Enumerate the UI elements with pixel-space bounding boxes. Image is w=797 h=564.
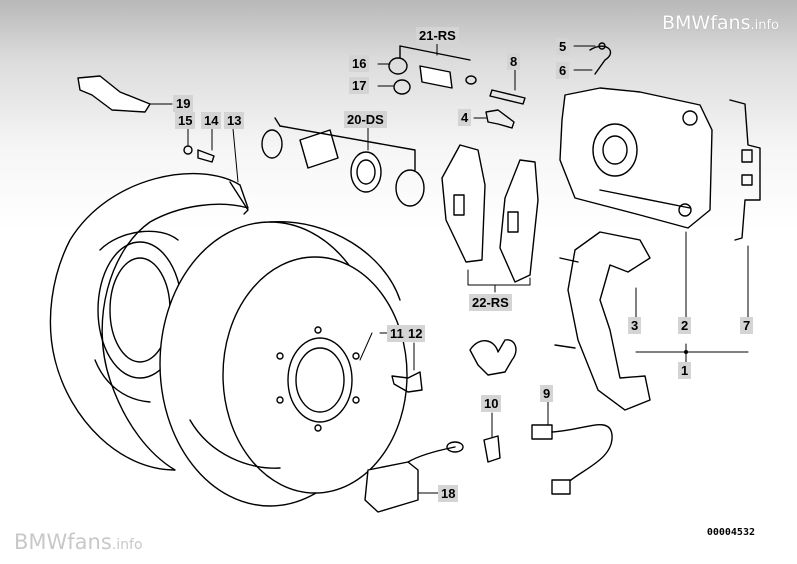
watermark-top: BMWfans.info <box>662 12 779 34</box>
caliper-carrier <box>554 231 651 411</box>
callout-11: 11 <box>387 325 407 342</box>
washer-15 <box>183 145 193 155</box>
brake-disc <box>159 221 408 507</box>
callout-8: 8 <box>507 53 521 70</box>
callout-19: 19 <box>173 95 194 112</box>
callout-5: 5 <box>556 38 570 55</box>
callout-3: 3 <box>628 317 642 334</box>
callout-14: 14 <box>201 112 222 129</box>
callout-15: 15 <box>175 112 196 129</box>
wheel-bolt <box>391 371 423 393</box>
callout-4: 4 <box>458 109 472 126</box>
retaining-spring <box>729 99 761 241</box>
brake-caliper <box>559 87 713 229</box>
callout-22: 22-RS <box>469 294 512 311</box>
watermark-top-suffix: .info <box>750 18 779 33</box>
callout-2: 2 <box>678 317 692 334</box>
callout-13: 13 <box>224 112 245 129</box>
sensor-block <box>364 441 464 513</box>
screw-14 <box>197 149 215 163</box>
caliper-bolt <box>485 109 515 129</box>
holding-bracket <box>77 75 151 113</box>
watermark-top-brand: BMWfans <box>661 12 751 34</box>
callout-17: 17 <box>349 77 370 94</box>
brake-pads <box>441 144 539 283</box>
leader-lines <box>149 43 749 494</box>
watermark-bottom: BMWfans.info <box>14 530 143 554</box>
callout-21: 21-RS <box>416 27 459 44</box>
watermark-bottom-brand: BMWfans <box>14 530 112 554</box>
spring-clip <box>469 339 517 463</box>
callout-9: 9 <box>540 385 554 402</box>
callout-18: 18 <box>438 485 459 502</box>
callout-6: 6 <box>556 62 570 79</box>
callout-7: 7 <box>740 317 754 334</box>
guide-bolt <box>489 89 526 105</box>
guide-sleeves <box>261 117 425 207</box>
clip-parts <box>589 42 612 75</box>
callout-20: 20-DS <box>344 111 387 128</box>
wear-sensor <box>531 424 613 495</box>
reference-code: 00004532 <box>706 527 755 538</box>
callout-1: 1 <box>678 362 692 379</box>
watermark-bottom-suffix: .info <box>111 537 143 553</box>
bleeder-parts <box>388 45 477 95</box>
callout-16: 16 <box>349 55 370 72</box>
callout-10: 10 <box>481 395 502 412</box>
callout-12: 12 <box>405 325 426 342</box>
